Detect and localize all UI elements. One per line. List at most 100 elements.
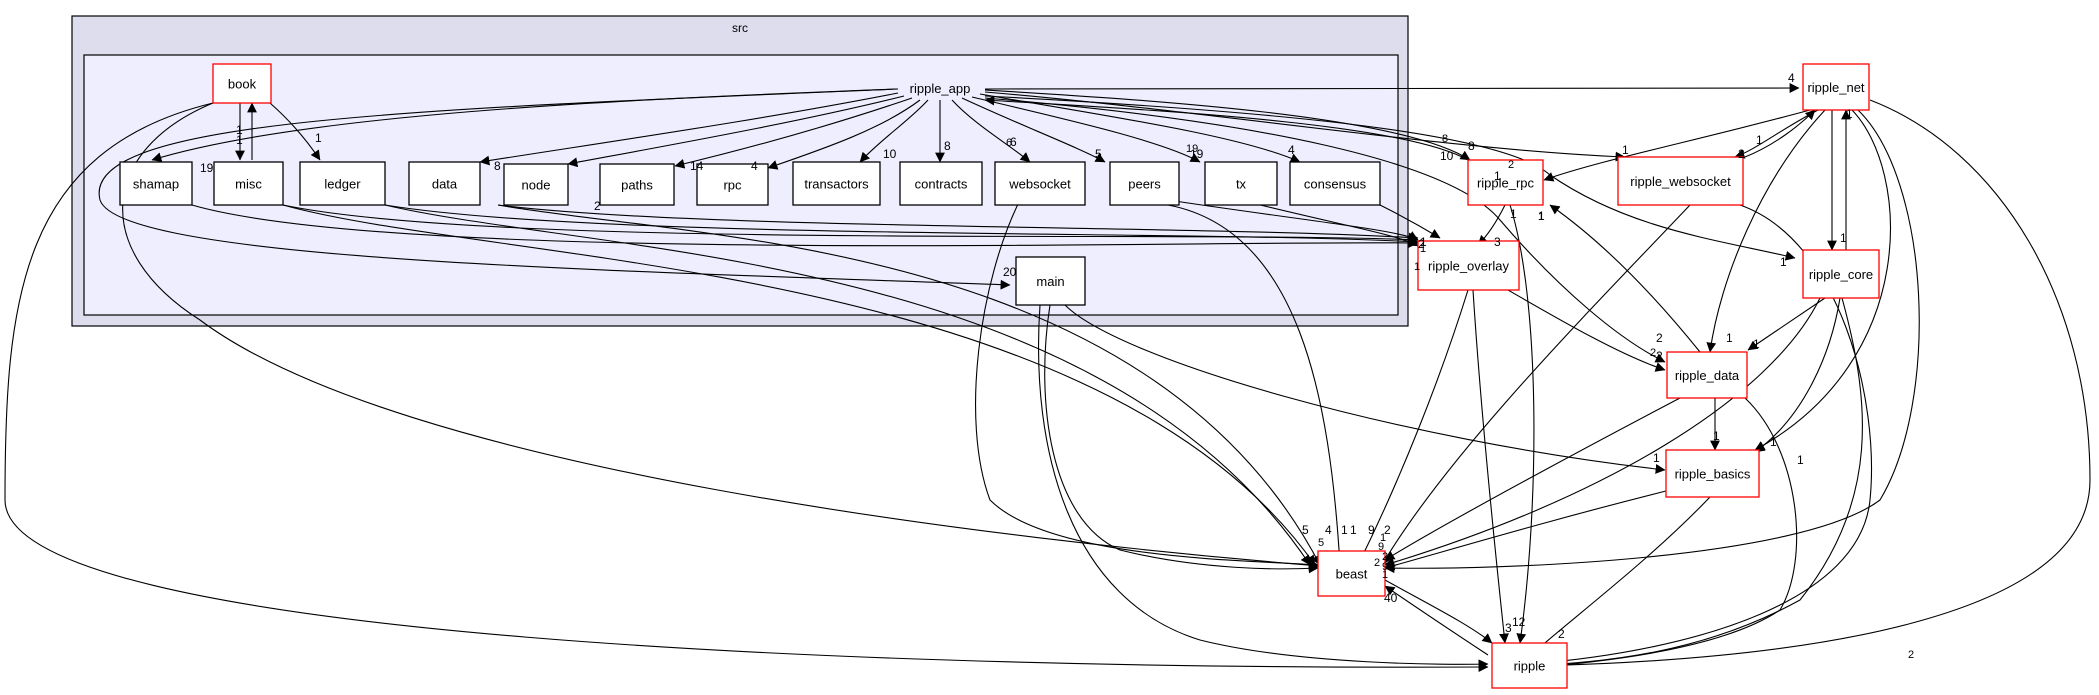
node-websocket[interactable]: websocket <box>994 161 1086 206</box>
edge-overlay-to-ripple <box>1472 289 1509 644</box>
node-misc[interactable]: misc <box>213 161 284 206</box>
node-label: transactors <box>804 177 869 192</box>
node-beast[interactable]: beast <box>1317 550 1386 597</box>
node-box <box>1666 351 1748 399</box>
edge-consensus-to-overlay <box>1379 204 1441 239</box>
edge-net-to-beast <box>1384 109 1920 574</box>
node-ripple-basics[interactable]: ripple_basics <box>1665 449 1760 498</box>
edge-label: 2 <box>1656 331 1663 345</box>
edge-label-extra: 1 <box>1380 532 1386 544</box>
edge-shamap-to-overlay <box>191 204 1419 248</box>
edge-label: 10 <box>883 147 897 161</box>
edge-label-extra: 1 <box>1382 569 1388 581</box>
edge-core-to-basics <box>1754 297 1841 453</box>
edge-label: 1 <box>315 131 322 145</box>
node-label: node <box>522 178 551 193</box>
edge-label: 4 <box>1788 71 1795 85</box>
edge-label: 14 <box>690 159 704 173</box>
edge-label-extra: 2 <box>1382 551 1388 563</box>
edge-basics-to-beast <box>1384 489 1671 571</box>
node-box <box>1317 550 1386 597</box>
edge-main-to-beast <box>1044 304 1319 574</box>
edge-label: 1 <box>1510 207 1517 221</box>
node-paths[interactable]: paths <box>599 163 675 206</box>
edge-ripple-app-to-websocket <box>951 99 1031 163</box>
edge-book-to-ripple <box>4 102 1489 672</box>
edge-label: 1 <box>1770 435 1777 449</box>
edge-label: 19 <box>1190 147 1204 161</box>
node-ripple-rpc[interactable]: ripple_rpc <box>1467 159 1544 206</box>
node-ledger[interactable]: ledger <box>299 161 386 206</box>
edge-label: 1 <box>1780 255 1787 269</box>
edge-label: 1 <box>1840 231 1847 245</box>
edge-data-to-beast <box>497 204 1321 566</box>
node-ripple-websocket[interactable]: ripple_websocket <box>1617 156 1744 206</box>
edge-basics-to-ripple <box>1530 496 1711 656</box>
edge-label: 5 <box>1302 523 1309 537</box>
node-box <box>213 161 284 206</box>
edge-label: 1 <box>1494 169 1501 183</box>
node-ripple-overlay[interactable]: ripple_overlay <box>1417 240 1520 291</box>
edge-label: 1 <box>1726 331 1733 345</box>
edge-label: 8 <box>944 139 951 153</box>
edge-label: 3 <box>1505 621 1512 635</box>
node-label: tx <box>1236 177 1247 192</box>
node-tx[interactable]: tx <box>1204 161 1278 206</box>
edge-label: 1 <box>1797 453 1804 467</box>
edge-label: 1 <box>1713 429 1720 443</box>
node-box <box>792 161 881 206</box>
node-contracts[interactable]: contracts <box>899 161 983 206</box>
edge-layer <box>4 83 2091 673</box>
edge-label: 1 <box>1846 107 1853 121</box>
cluster-src-label: src <box>732 21 748 35</box>
edge-net-to-data <box>1706 109 1826 353</box>
edge-ripple-app-to-data <box>479 92 899 166</box>
edge-data-to-beast <box>1384 397 1681 561</box>
node-label: ledger <box>324 177 361 192</box>
edge-label-extra: 19 <box>1186 143 1198 155</box>
node-label: ripple_basics <box>1675 467 1751 482</box>
edge-label-extra: 1 <box>1420 243 1426 255</box>
edge-label: 1 <box>1756 133 1763 147</box>
edge-label: 4 <box>1325 523 1332 537</box>
node-ripple-net[interactable]: ripple_net <box>1802 63 1870 111</box>
edge-ripple-app-to-node <box>567 95 905 168</box>
node-box <box>503 163 569 206</box>
node-ripple-data[interactable]: ripple_data <box>1666 351 1748 399</box>
node-label: contracts <box>915 177 968 192</box>
edge-label: 1 <box>1420 235 1427 249</box>
edge-label: 4 <box>1288 143 1295 157</box>
node-transactors[interactable]: transactors <box>792 161 881 206</box>
edge-label-extra: 1 <box>1414 261 1420 273</box>
node-shamap[interactable]: shamap <box>119 161 193 206</box>
node-box <box>1491 642 1568 689</box>
edge-ripple-to-beast <box>1384 585 1489 656</box>
edge-label: 6 <box>1010 135 1017 149</box>
ripple-app-label: ripple_app <box>910 81 971 96</box>
edge-ripple-app-to-transactors <box>859 99 929 163</box>
edge-ripple-app-to-main <box>98 88 1011 290</box>
node-ripple[interactable]: ripple <box>1491 642 1568 689</box>
edge-label: 8 <box>1468 139 1475 153</box>
edge-label: 1 <box>1753 337 1760 351</box>
node-main[interactable]: main <box>1015 256 1086 306</box>
edge-data-to-rpc <box>1549 204 1701 353</box>
node-consensus[interactable]: consensus <box>1289 161 1381 206</box>
edge-ripple-app-to-rpc <box>767 99 921 170</box>
edge-label-extra: 8 <box>1442 133 1448 145</box>
edge-ripple-app-to-paths <box>674 97 913 169</box>
edge-overlay-to-beast <box>1357 289 1469 566</box>
node-ripple-core[interactable]: ripple_core <box>1802 249 1880 299</box>
edge-net-to-rpc <box>1543 109 1811 182</box>
edge-label: 2 <box>594 199 601 213</box>
node-data[interactable]: data <box>408 161 481 206</box>
node-peers[interactable]: peers <box>1109 161 1180 206</box>
node-box <box>1802 249 1880 299</box>
node-book[interactable]: book <box>212 63 272 104</box>
edge-label: 2 <box>1384 523 1391 537</box>
node-rpc[interactable]: rpc <box>696 163 769 206</box>
node-box <box>119 161 193 206</box>
node-node[interactable]: node <box>503 163 569 206</box>
node-box <box>899 161 983 206</box>
